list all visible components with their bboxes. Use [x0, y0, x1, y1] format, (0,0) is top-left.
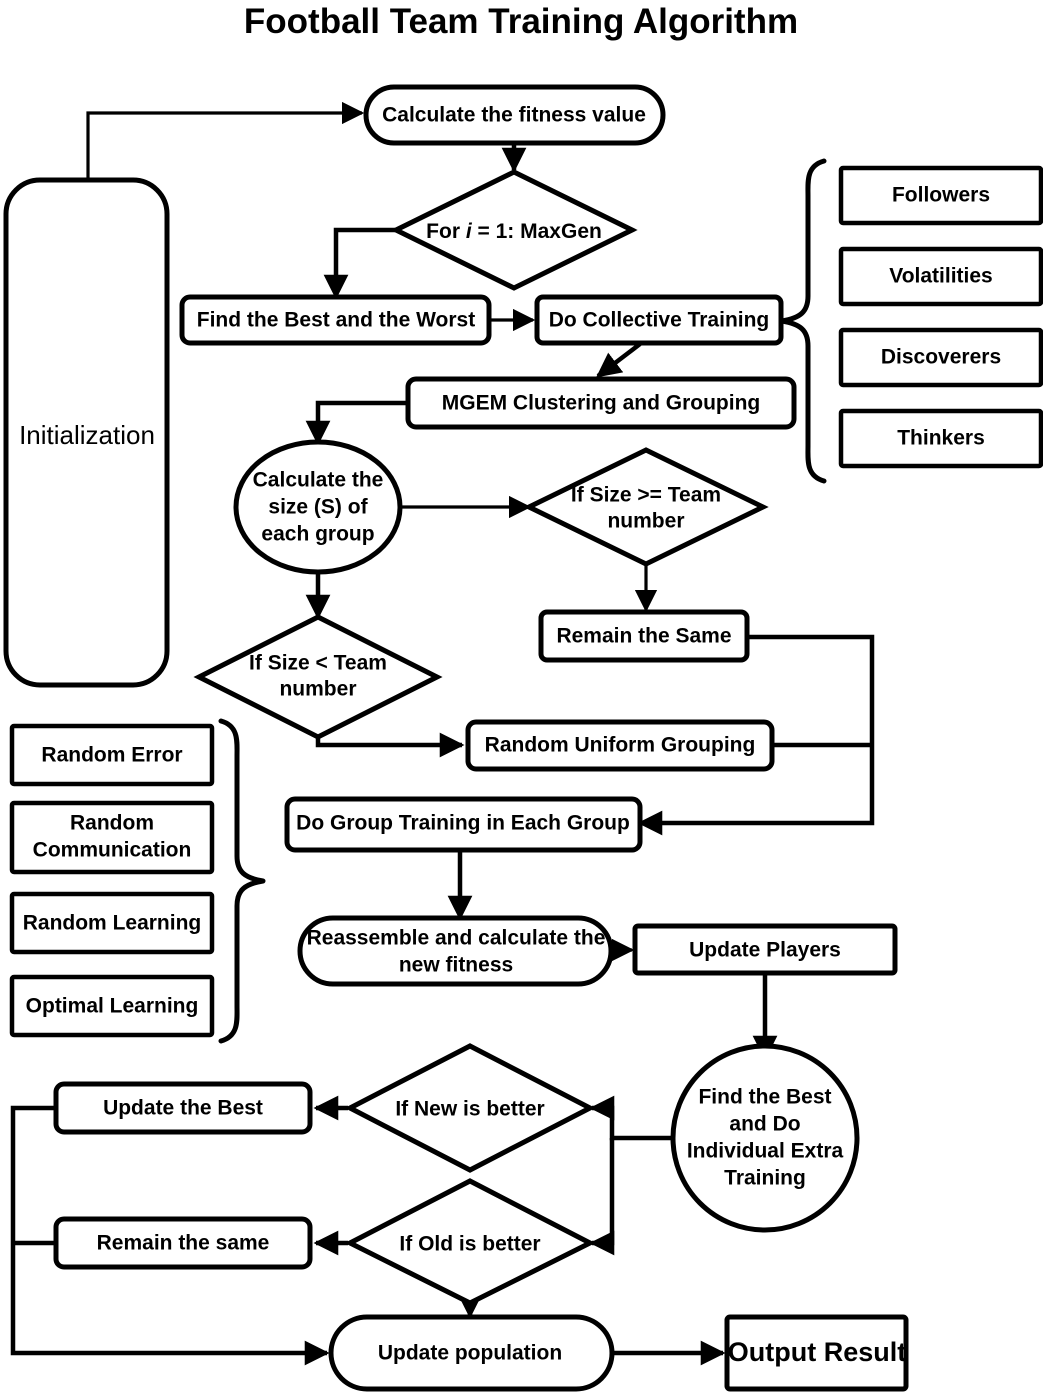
group-item-volatilities[interactable]: Volatilities — [838, 246, 1043, 307]
node-if-new-is-better-label: If New is better — [395, 1098, 544, 1121]
node-if-old-is-better[interactable]: If Old is better — [344, 1178, 596, 1306]
node-update-population-label: Update population — [378, 1342, 562, 1365]
node-update-the-best-label: Update the Best — [103, 1097, 263, 1120]
node-initialization[interactable]: Initialization — [3, 177, 170, 688]
node-find-best-and-worst[interactable]: Find the Best and the Worst — [179, 294, 492, 346]
node-mgem-clustering-grouping[interactable]: MGEM Clustering and Grouping — [405, 376, 797, 430]
node-do-collective-training[interactable]: Do Collective Training — [534, 294, 784, 346]
node-random-uniform-grouping[interactable]: Random Uniform Grouping — [465, 719, 775, 772]
group-item-followers-label: Followers — [892, 184, 990, 207]
node-output-result[interactable]: Output Result — [724, 1314, 909, 1392]
node-find-best-individual-line3: Individual Extra — [687, 1140, 844, 1163]
group-item-optimal-learning-label: Optimal Learning — [26, 995, 199, 1018]
node-if-size-lt-team-number-line1: If Size < Team — [249, 652, 387, 675]
group-item-random-learning[interactable]: Random Learning — [9, 891, 215, 955]
node-find-best-individual-extra-training[interactable]: Find the Best and Do Individual Extra Tr… — [670, 1043, 860, 1233]
connector-findbestindividual-to-ifoldbetter — [589, 1138, 615, 1256]
group-item-discoverers[interactable]: Discoverers — [838, 327, 1043, 388]
node-mgem-clustering-grouping-label: MGEM Clustering and Grouping — [442, 392, 761, 415]
group-item-random-communication[interactable]: Random Communication — [9, 800, 215, 875]
node-reassemble-calculate-new-fitness[interactable]: Reassemble and calculate the new fitness — [297, 915, 614, 987]
node-remain-the-same-lower-label: Remain the same — [97, 1232, 270, 1255]
node-output-result-label: Output Result — [728, 1337, 906, 1367]
node-if-size-ge-team-number-line1: If Size >= Team — [571, 484, 721, 507]
group-item-random-error-label: Random Error — [41, 744, 182, 767]
node-initialization-label: Initialization — [19, 420, 155, 450]
connector-ifsizelt-to-randomgrouping — [315, 732, 465, 758]
node-reassemble-line1: Reassemble and calculate the — [307, 927, 606, 950]
node-update-players-label: Update Players — [689, 939, 841, 962]
group-item-discoverers-label: Discoverers — [881, 346, 1001, 369]
node-if-size-lt-team-number-line2: number — [279, 678, 356, 701]
node-for-loop-label: For i = 1: MaxGen — [426, 220, 602, 243]
node-remain-the-same-upper-label: Remain the Same — [556, 625, 731, 648]
page-title: Football Team Training Algorithm — [244, 2, 798, 41]
collective-training-group: Followers Volatilities Discoverers Think… — [779, 158, 1043, 484]
node-remain-the-same-lower[interactable]: Remain the same — [53, 1216, 313, 1270]
collective-training-brace — [779, 158, 827, 484]
node-calculate-group-size[interactable]: Calculate the size (S) of each group — [233, 439, 403, 575]
group-item-volatilities-label: Volatilities — [889, 265, 992, 288]
node-if-size-lt-team-number[interactable]: If Size < Team number — [193, 614, 443, 740]
node-calculate-fitness-value[interactable]: Calculate the fitness value — [363, 84, 666, 146]
connector-updatebest-to-leftrail — [10, 1105, 330, 1366]
node-calculate-fitness-value-label: Calculate the fitness value — [382, 104, 646, 127]
node-if-old-is-better-label: If Old is better — [399, 1233, 540, 1256]
connector-findbestindividual-to-ifnewbetter — [589, 1095, 673, 1141]
group-item-thinkers[interactable]: Thinkers — [838, 408, 1043, 469]
node-for-loop[interactable]: For i = 1: MaxGen — [390, 169, 638, 291]
group-training-brace — [218, 718, 266, 1044]
connector-init-to-calc-fitness — [86, 101, 365, 180]
node-find-best-individual-line1: Find the Best — [698, 1086, 831, 1109]
node-if-size-ge-team-number-line2: number — [607, 510, 684, 533]
node-find-best-individual-line2: and Do — [729, 1113, 800, 1136]
group-item-thinkers-label: Thinkers — [897, 427, 985, 450]
node-if-size-ge-team-number[interactable]: If Size >= Team number — [523, 447, 769, 567]
connector-collective-to-mgem — [596, 342, 642, 378]
group-item-random-communication-line1: Random — [70, 812, 154, 835]
node-random-uniform-grouping-label: Random Uniform Grouping — [485, 734, 756, 757]
group-item-random-communication-line2: Communication — [33, 839, 192, 862]
node-find-best-and-worst-label: Find the Best and the Worst — [197, 309, 475, 332]
node-calculate-group-size-line3: each group — [261, 523, 374, 546]
node-for-loop-label-suffix: = 1: MaxGen — [472, 220, 602, 243]
node-for-loop-label-var: i — [466, 220, 473, 243]
node-find-best-individual-line4: Training — [724, 1167, 806, 1190]
group-item-random-learning-label: Random Learning — [23, 912, 202, 935]
connector-remainsame-to-dogrouptraining — [637, 634, 875, 836]
node-update-players[interactable]: Update Players — [632, 923, 898, 976]
group-item-random-error[interactable]: Random Error — [9, 723, 215, 787]
node-do-group-training-label: Do Group Training in Each Group — [296, 812, 630, 835]
node-remain-the-same-upper[interactable]: Remain the Same — [538, 609, 750, 663]
group-training-group: Random Error Random Communication Random… — [9, 718, 266, 1044]
node-calculate-group-size-line2: size (S) of — [268, 496, 368, 519]
group-item-followers[interactable]: Followers — [838, 165, 1043, 226]
node-calculate-group-size-line1: Calculate the — [253, 469, 384, 492]
node-update-population[interactable]: Update population — [328, 1314, 615, 1392]
connector-forloop-to-findbestworst — [323, 227, 395, 300]
group-item-optimal-learning[interactable]: Optimal Learning — [9, 974, 215, 1038]
node-if-new-is-better[interactable]: If New is better — [344, 1043, 596, 1173]
node-do-collective-training-label: Do Collective Training — [549, 309, 770, 332]
node-do-group-training[interactable]: Do Group Training in Each Group — [284, 796, 643, 853]
node-for-loop-label-prefix: For — [426, 220, 466, 243]
node-update-the-best[interactable]: Update the Best — [53, 1081, 313, 1135]
connector-mgem-to-calcsize — [305, 400, 408, 446]
node-reassemble-line2: new fitness — [399, 954, 513, 977]
